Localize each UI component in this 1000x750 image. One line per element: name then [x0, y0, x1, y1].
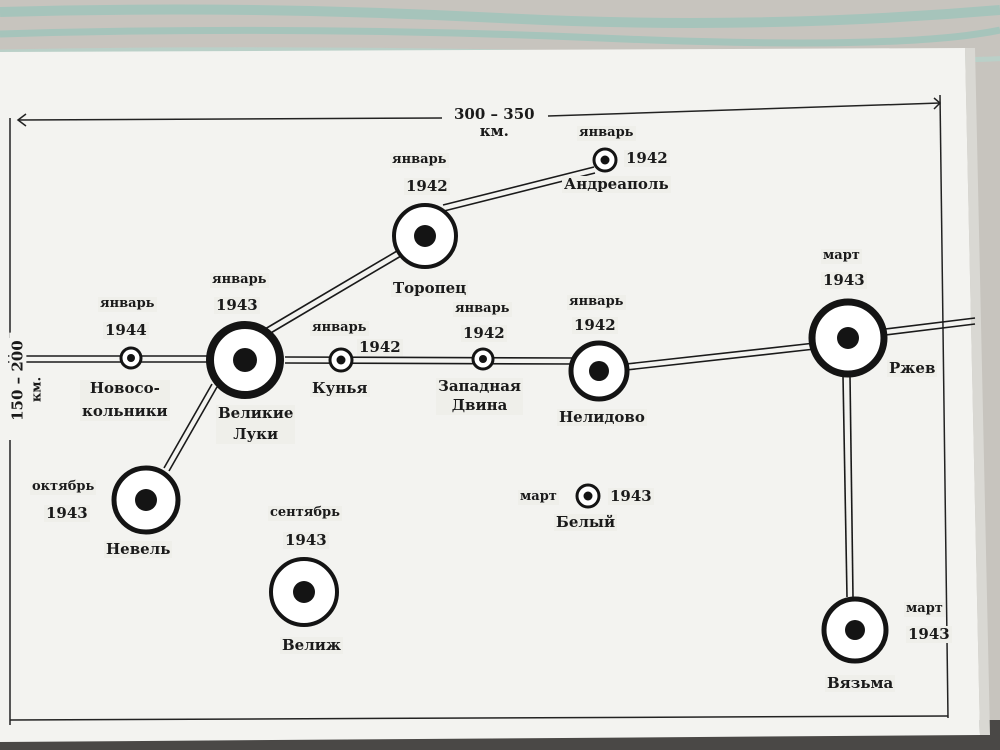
toropets-marker [392, 203, 458, 269]
rzhev-month: март [821, 248, 862, 264]
zapadnaya-dvina-name-line2: Двина [451, 396, 508, 415]
novosokolniki-marker [119, 346, 143, 370]
zapadnaya-dvina-marker [471, 347, 495, 371]
width-unit: км. [479, 122, 509, 141]
nelidovo-month: январь [567, 294, 626, 310]
novosokolniki-name: Новосо- кольники [80, 379, 170, 421]
nelidovo-year: 1942 [572, 316, 618, 335]
andreapol-name: Андреаполь [562, 175, 671, 194]
zapadnaya-dvina-name-line1: Западная [438, 377, 522, 395]
bely-month: март [518, 489, 559, 505]
height-unit-label: км. [29, 369, 46, 410]
nevel-marker [111, 465, 181, 535]
novosokolniki-name-line1: Новосо- [89, 379, 160, 397]
nevel-name: Невель [104, 540, 173, 559]
novosokolniki-month: январь [98, 296, 157, 312]
nelidovo-name: Нелидово [557, 408, 647, 427]
rzhev-name: Ржев [887, 359, 938, 378]
rzhev-marker [808, 298, 888, 378]
toropets-month: январь [390, 152, 449, 168]
dimension-frame [9, 94, 949, 725]
zapadnaya-dvina-month: январь [453, 301, 512, 317]
kunya-name: Кунья [310, 379, 370, 398]
velikie-luki-name-line2: Луки [233, 425, 279, 444]
kunya-marker [328, 347, 354, 373]
nelidovo-marker [568, 340, 630, 402]
velizh-name: Велиж [280, 636, 344, 655]
velikie-luki-name-line1: Великие [218, 404, 294, 422]
width-range: 300 – 350 [454, 105, 535, 123]
toropets-year: 1942 [404, 177, 450, 196]
andreapol-year: 1942 [624, 149, 670, 168]
bely-year: 1943 [608, 487, 654, 506]
kunya-year: 1942 [357, 338, 403, 357]
height-range: 150 – 200 [8, 340, 27, 421]
zapadnaya-dvina-name: Западная Двина [436, 377, 524, 415]
andreapol-marker [592, 147, 618, 173]
rzhev-year: 1943 [821, 271, 867, 290]
vyazma-month: март [904, 601, 945, 617]
vyazma-name: Вязьма [825, 674, 896, 693]
toropets-name: Торопец [391, 279, 469, 298]
city-markers [111, 147, 889, 664]
velikie-luki-marker [206, 321, 284, 399]
velizh-marker [269, 557, 339, 627]
vyazma-year: 1943 [906, 625, 952, 644]
zapadnaya-dvina-year: 1942 [461, 324, 507, 343]
velizh-month: сентябрь [268, 505, 342, 521]
velikie-luki-month: январь [210, 272, 269, 288]
kunya-month: январь [310, 320, 369, 336]
height-unit: км. [29, 376, 45, 403]
vyazma-marker [821, 596, 889, 664]
velizh-year: 1943 [283, 531, 329, 550]
novosokolniki-name-line2: кольники [82, 402, 168, 421]
nevel-year: 1943 [44, 504, 90, 523]
height-dimension-label: 150 – 200 [8, 332, 27, 429]
paper-edge [965, 48, 990, 735]
velikie-luki-name: Великие Луки [216, 404, 296, 444]
bely-marker [575, 483, 601, 509]
nevel-month: октябрь [30, 479, 97, 495]
width-dimension-label: 300 – 350 км. [452, 105, 537, 141]
velikie-luki-year: 1943 [214, 296, 260, 315]
andreapol-month: январь [577, 125, 636, 141]
novosokolniki-year: 1944 [103, 321, 149, 340]
bely-name: Белый [554, 513, 618, 532]
